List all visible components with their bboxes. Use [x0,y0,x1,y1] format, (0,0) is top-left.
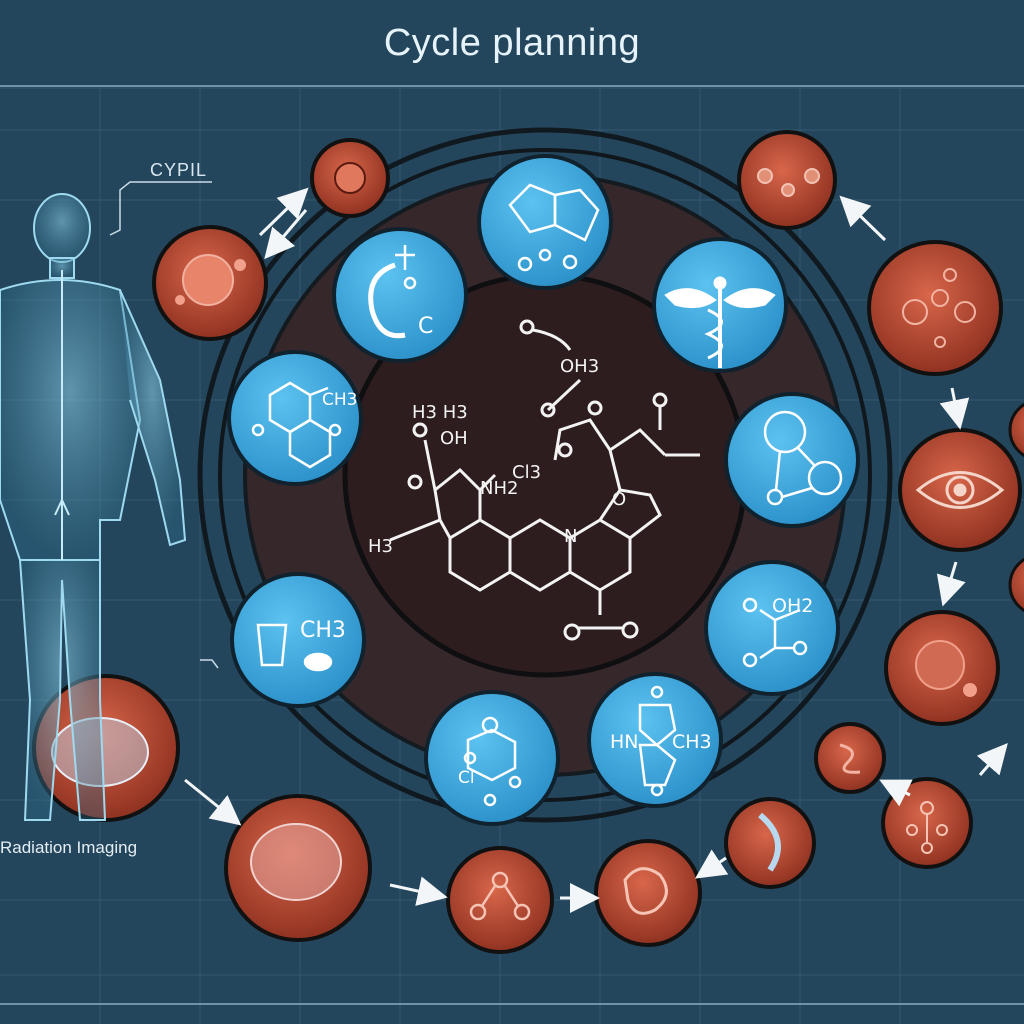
human-body-anatomy-icon [0,193,187,821]
mol-label-nh2: NH2 [480,478,518,499]
caduceus-icon [664,276,776,368]
arrow-8 [389,876,448,906]
blue-node-label-ch3-b: CH3 [300,618,346,643]
blue-node-caduceus[interactable] [652,237,788,373]
label-imaging: Radiation Imaging [0,838,138,857]
blue-node-right-network[interactable] [724,392,860,528]
mol-label-n: N [564,526,577,547]
imaging-leader [200,659,219,669]
mol-label-oh: OH [440,428,468,449]
red-node-top-left-small[interactable] [310,138,390,218]
red-node-bottom-enzyme[interactable] [594,839,702,947]
blue-node-top[interactable] [477,154,613,290]
arrow-6 [976,742,1008,776]
blue-node-bottom-right[interactable]: HN CH3 [587,672,723,808]
mol-label-h3: H3 [368,536,393,557]
red-node-top-right-small[interactable] [737,130,837,230]
mol-label-cl3: Cl3 [512,462,541,483]
mol-label-h3h3: H3 H3 [412,402,468,423]
blue-node-label-hn: HN [610,731,639,753]
red-node-edge-top[interactable] [1008,400,1024,460]
arrow-10 [695,849,729,879]
arrow-7 [184,778,242,826]
blue-node-lower-right[interactable]: OH2 [704,560,840,696]
arrow-1 [258,187,309,237]
red-node-bottom-molecule[interactable] [446,846,554,954]
blue-node-label-ch3-a: CH3 [322,390,357,410]
blue-node-label-c: C [418,314,433,339]
red-node-small-coil[interactable] [814,722,886,794]
blue-node-bottom-left[interactable]: Cl [424,690,560,826]
blue-node-left[interactable]: CH3 [227,350,363,486]
red-node-dna[interactable] [724,797,816,889]
blue-node-upper-left[interactable]: C [332,227,468,363]
red-node-edge-bottom[interactable] [1008,555,1024,615]
blue-node-label-cl: Cl [458,768,475,788]
red-node-eye[interactable] [898,428,1022,552]
red-node-liver[interactable] [224,794,372,942]
central-molecule-labels: OH3 H3 H3 OH Cl3 NH2 N O H3 [368,356,626,557]
arrow-5 [936,561,966,607]
mol-label-o: O [612,489,626,510]
mol-label-oh3: OH3 [560,356,599,377]
red-node-right-virus[interactable] [884,610,1000,726]
eye-icon [915,471,1005,509]
blue-node-label-ch3-c: CH3 [672,731,712,753]
page-title: Cycle planning [383,22,641,64]
flow-arrows [184,187,1008,913]
blue-node-lower-left-cup[interactable]: CH3 [230,572,366,708]
label-cypil: CYPIL [150,160,208,180]
arrow-11 [879,779,913,807]
cypil-leader [109,181,212,236]
red-node-bottom-right-molecule[interactable] [881,777,973,869]
arrow-4 [939,387,970,430]
red-node-left-virus[interactable] [152,225,268,341]
central-molecule [389,319,700,641]
arrow-3 [839,195,887,242]
blue-node-label-oh2: OH2 [772,595,813,617]
red-node-right-cells[interactable] [867,240,1003,376]
arrow-2 [264,209,308,260]
